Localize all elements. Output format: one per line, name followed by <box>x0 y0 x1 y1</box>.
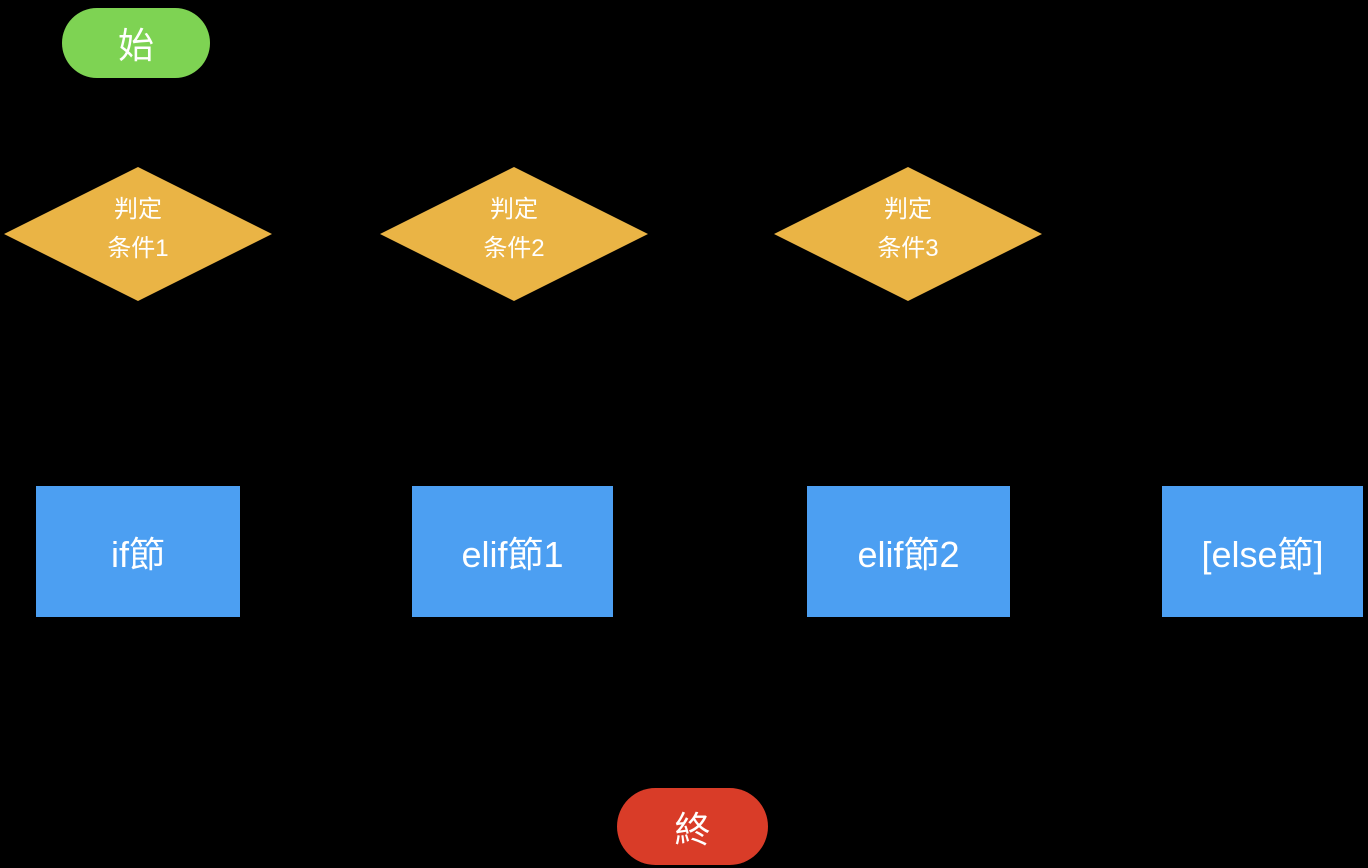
decision-node-3-line-2: 条件3 <box>877 235 939 262</box>
end-node: 終 <box>617 788 768 865</box>
decision-node-3-text: 判定 条件3 <box>877 190 938 268</box>
decision-node-2-line-2: 条件2 <box>483 235 545 262</box>
decision-node-2-text: 判定 条件2 <box>483 190 544 268</box>
start-node-label: 始 <box>117 25 154 66</box>
decision-node-1-line-1: 判定 <box>113 196 162 223</box>
process-node-else-label: [else節] <box>1201 533 1324 575</box>
process-node-if: if節 <box>36 486 240 617</box>
end-node-label: 終 <box>674 808 711 850</box>
decision-node-1-line-2: 条件1 <box>107 235 169 262</box>
decision-node-3: 判定 条件3 <box>774 167 1042 301</box>
process-node-elif2-label: elif節2 <box>857 533 960 575</box>
start-node: 始 <box>62 8 210 78</box>
decision-node-2: 判定 条件2 <box>380 167 648 301</box>
process-node-if-label: if節 <box>110 533 165 575</box>
decision-node-1: 判定 条件1 <box>4 167 272 301</box>
process-node-elif1: elif節1 <box>412 486 613 617</box>
process-node-else: [else節] <box>1162 486 1363 617</box>
decision-node-2-line-1: 判定 <box>489 196 538 223</box>
process-node-elif2: elif節2 <box>807 486 1010 617</box>
decision-node-1-text: 判定 条件1 <box>107 190 168 268</box>
process-node-elif1-label: elif節1 <box>461 533 564 575</box>
decision-node-3-line-1: 判定 <box>883 196 932 223</box>
